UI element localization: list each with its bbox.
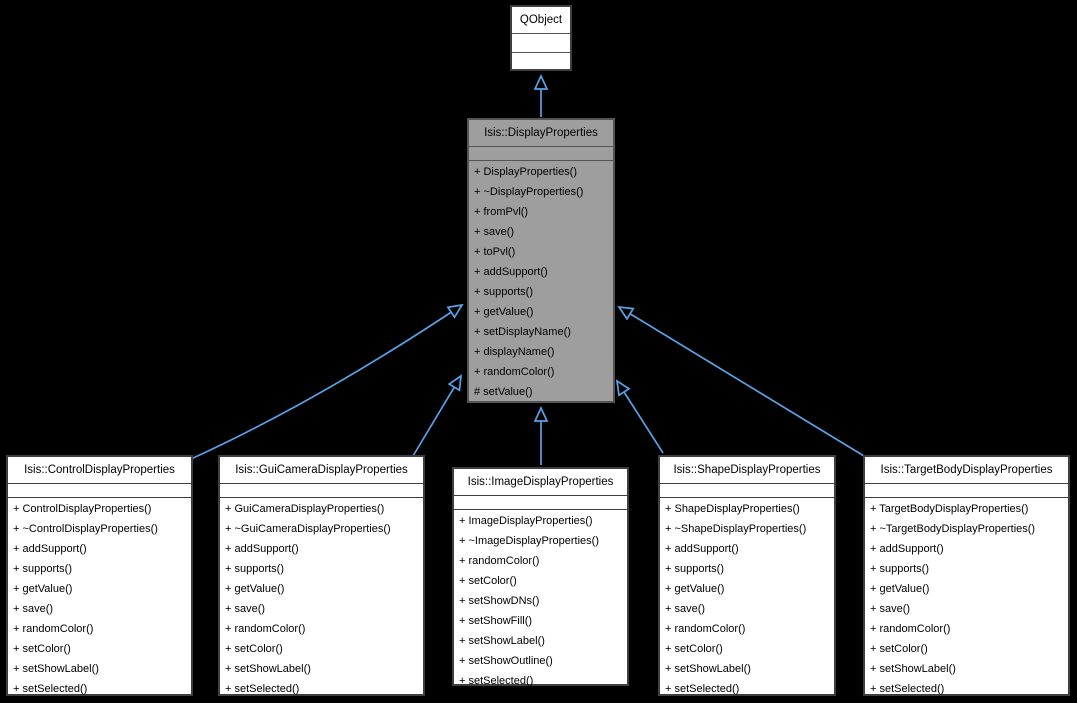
method-label: + ~ImageDisplayProperties() bbox=[459, 535, 600, 547]
method-label: + setShowDNs() bbox=[459, 595, 540, 607]
attributes-compartment bbox=[660, 484, 834, 498]
method-label: + randomColor() bbox=[459, 555, 540, 567]
method-label: + setSelected() bbox=[665, 683, 740, 695]
method-label: + toPvl() bbox=[474, 246, 516, 258]
method-label: + setShowLabel() bbox=[665, 663, 751, 675]
method-label: + setSelected() bbox=[13, 683, 88, 695]
attributes-compartment bbox=[8, 484, 191, 498]
attributes-compartment bbox=[512, 34, 570, 52]
method-label: + displayName() bbox=[474, 346, 555, 358]
method-label: + getValue() bbox=[13, 583, 73, 595]
method-label: + ImageDisplayProperties() bbox=[459, 515, 593, 527]
method-label: + getValue() bbox=[474, 306, 534, 318]
class-title: Isis::ShapeDisplayProperties bbox=[660, 457, 834, 484]
method-label: + setColor() bbox=[225, 643, 283, 655]
class-box-isis-imagedisplayproperties: Isis::ImageDisplayProperties + ImageDisp… bbox=[452, 467, 629, 687]
class-title: Isis::ImageDisplayProperties bbox=[454, 469, 627, 496]
method-label: + randomColor() bbox=[474, 366, 555, 378]
class-box-qobject: QObject bbox=[510, 5, 572, 71]
method-label: + addSupport() bbox=[665, 543, 739, 555]
method-label: + randomColor() bbox=[225, 623, 306, 635]
method-label: + DisplayProperties() bbox=[474, 166, 578, 178]
method-label: + ~ControlDisplayProperties() bbox=[13, 523, 158, 535]
arrow-guicamera-to-displayproperties bbox=[412, 376, 461, 457]
method-label: + supports() bbox=[665, 563, 724, 575]
method-label: + addSupport() bbox=[13, 543, 87, 555]
class-box-isis-guicameradisplayproperties: Isis::GuiCameraDisplayProperties + GuiCa… bbox=[218, 455, 425, 696]
class-box-isis-displayproperties: Isis::DisplayProperties + DisplayPropert… bbox=[467, 118, 615, 403]
arrow-targetbody-to-displayproperties bbox=[619, 307, 865, 457]
class-title: Isis::DisplayProperties bbox=[469, 120, 613, 147]
method-label: + TargetBodyDisplayProperties() bbox=[870, 503, 1029, 515]
class-title: Isis::TargetBodyDisplayProperties bbox=[865, 457, 1068, 484]
method-label: + supports() bbox=[474, 286, 533, 298]
method-label: + setColor() bbox=[665, 643, 723, 655]
arrow-shape-to-displayproperties bbox=[617, 381, 664, 454]
method-label: + setColor() bbox=[870, 643, 928, 655]
method-label: + setSelected() bbox=[870, 683, 945, 695]
methods-list: + TargetBodyDisplayProperties() + ~Target… bbox=[865, 498, 1068, 699]
method-label: + getValue() bbox=[225, 583, 285, 595]
method-label: + ~TargetBodyDisplayProperties() bbox=[870, 523, 1036, 535]
method-label: + setShowFill() bbox=[459, 615, 533, 627]
methods-list: + ImageDisplayProperties() + ~ImageDispla… bbox=[454, 510, 627, 691]
methods-list: + GuiCameraDisplayProperties() + ~GuiCame… bbox=[220, 498, 423, 699]
method-label: + randomColor() bbox=[665, 623, 746, 635]
method-label: + ~ShapeDisplayProperties() bbox=[665, 523, 807, 535]
method-label: + save() bbox=[474, 226, 515, 238]
class-title: Isis::GuiCameraDisplayProperties bbox=[220, 457, 423, 484]
methods-list: + ShapeDisplayProperties() + ~ShapeDispla… bbox=[660, 498, 834, 699]
method-label: + setShowOutline() bbox=[459, 655, 553, 667]
method-label: + setShowLabel() bbox=[459, 635, 545, 647]
class-title: Isis::ControlDisplayProperties bbox=[8, 457, 191, 484]
attributes-compartment bbox=[865, 484, 1068, 498]
method-label: + ~DisplayProperties() bbox=[474, 186, 584, 198]
methods-list: + DisplayProperties() + ~DisplayPropertie… bbox=[469, 161, 613, 402]
method-label: # setValue() bbox=[474, 386, 533, 398]
method-label: + save() bbox=[665, 603, 706, 615]
class-box-isis-shapedisplayproperties: Isis::ShapeDisplayProperties + ShapeDisp… bbox=[658, 455, 836, 696]
method-label: + addSupport() bbox=[474, 266, 548, 278]
method-label: + addSupport() bbox=[870, 543, 944, 555]
method-label: + ~GuiCameraDisplayProperties() bbox=[225, 523, 391, 535]
method-label: + save() bbox=[225, 603, 266, 615]
methods-compartment bbox=[512, 52, 570, 70]
method-label: + setShowLabel() bbox=[870, 663, 956, 675]
method-label: + setShowLabel() bbox=[13, 663, 99, 675]
method-label: + setColor() bbox=[459, 575, 517, 587]
method-label: + setSelected() bbox=[225, 683, 300, 695]
method-label: + ShapeDisplayProperties() bbox=[665, 503, 800, 515]
method-label: + addSupport() bbox=[225, 543, 299, 555]
class-box-isis-controldisplayproperties: Isis::ControlDisplayProperties + Control… bbox=[6, 455, 193, 696]
method-label: + save() bbox=[870, 603, 911, 615]
method-label: + setDisplayName() bbox=[474, 326, 571, 338]
method-label: + getValue() bbox=[665, 583, 725, 595]
attributes-compartment bbox=[469, 147, 613, 161]
method-label: + GuiCameraDisplayProperties() bbox=[225, 503, 385, 515]
attributes-compartment bbox=[220, 484, 423, 498]
method-label: + supports() bbox=[225, 563, 284, 575]
class-box-isis-targetbodydisplayproperties: Isis::TargetBodyDisplayProperties + Targ… bbox=[863, 455, 1070, 696]
method-label: + getValue() bbox=[870, 583, 930, 595]
method-label: + randomColor() bbox=[870, 623, 951, 635]
arrow-control-to-displayproperties bbox=[190, 305, 462, 460]
method-label: + setSelected() bbox=[459, 675, 534, 687]
attributes-compartment bbox=[454, 496, 627, 510]
class-title: QObject bbox=[512, 7, 570, 34]
method-label: + supports() bbox=[13, 563, 72, 575]
method-label: + randomColor() bbox=[13, 623, 94, 635]
method-label: + save() bbox=[13, 603, 54, 615]
method-label: + setColor() bbox=[13, 643, 71, 655]
method-label: + setShowLabel() bbox=[225, 663, 311, 675]
method-label: + ControlDisplayProperties() bbox=[13, 503, 152, 515]
method-label: + supports() bbox=[870, 563, 929, 575]
methods-list: + ControlDisplayProperties() + ~ControlDi… bbox=[8, 498, 191, 699]
method-label: + fromPvl() bbox=[474, 206, 529, 218]
